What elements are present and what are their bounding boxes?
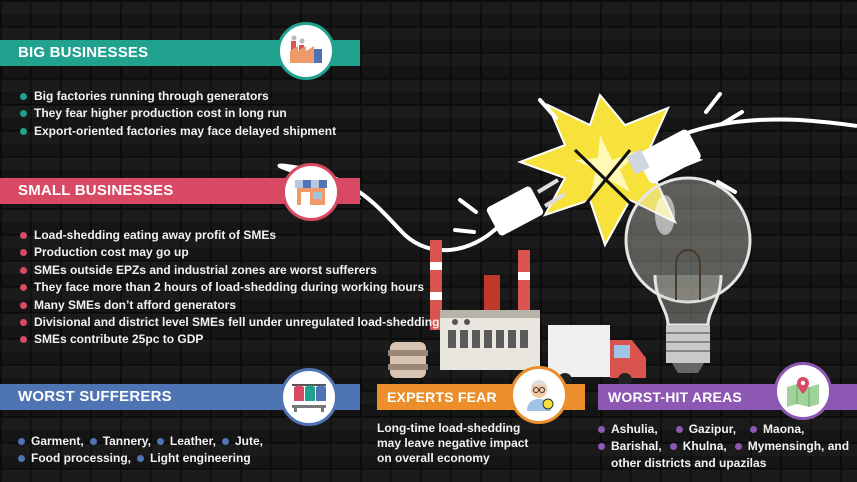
factory-icon [277, 22, 335, 80]
map-pin-icon [774, 362, 832, 420]
list-item: Light engineering [137, 450, 251, 467]
factory-illustration [388, 240, 540, 378]
list-item: Production cost may go up [18, 244, 439, 261]
list-item: SMEs contribute 25pc to GDP [18, 331, 439, 348]
list-item: Tannery, [89, 433, 151, 450]
expert-icon [510, 366, 568, 424]
list-item: other districts and upazilas [611, 456, 767, 470]
list-item: Barishal, [598, 438, 662, 455]
list-item: They fear higher production cost in long… [18, 105, 336, 122]
list-item: Jute, [221, 433, 263, 450]
list-item: Big factories running through generators [18, 88, 336, 105]
list-item: Garment, [18, 433, 84, 450]
lightbulb-icon [624, 176, 752, 373]
list-item: Mymensingh, and [734, 438, 849, 455]
power-plug-icon [486, 178, 567, 236]
list-item: Gazipur, [675, 421, 736, 438]
worst-sufferers-list: Garment, Tannery, Leather, Jute, Food proce… [18, 433, 269, 467]
list-item: Load-shedding eating away profit of SMEs [18, 227, 439, 244]
list-item: Leather, [156, 433, 216, 450]
worst-hit-areas-list: Ashulia, Gazipur, Maona, Barishal, Khulna, M… [598, 421, 855, 472]
list-item: Divisional and district level SMEs fell … [18, 314, 439, 331]
list-item: Khulna, [669, 438, 727, 455]
list-item: SMEs outside EPZs and industrial zones a… [18, 262, 439, 279]
list-item: They face more than 2 hours of load-shed… [18, 279, 439, 296]
list-item: Maona, [750, 421, 804, 438]
small-businesses-list: Load-shedding eating away profit of SMEs… [18, 227, 439, 349]
experts-fear-text: Long-time load-shedding may leave negati… [377, 421, 529, 465]
spark-icon [517, 92, 704, 248]
list-item: Many SMEs don’t afford generators [18, 297, 439, 314]
big-businesses-list: Big factories running through generators… [18, 88, 336, 140]
truck-illustration [548, 325, 646, 387]
list-item: Export-oriented factories may face delay… [18, 123, 336, 140]
clothes-rack-icon [280, 368, 338, 426]
list-item: Ashulia, [598, 421, 658, 438]
shop-icon [282, 163, 340, 221]
list-item: Food processing, [18, 450, 131, 467]
